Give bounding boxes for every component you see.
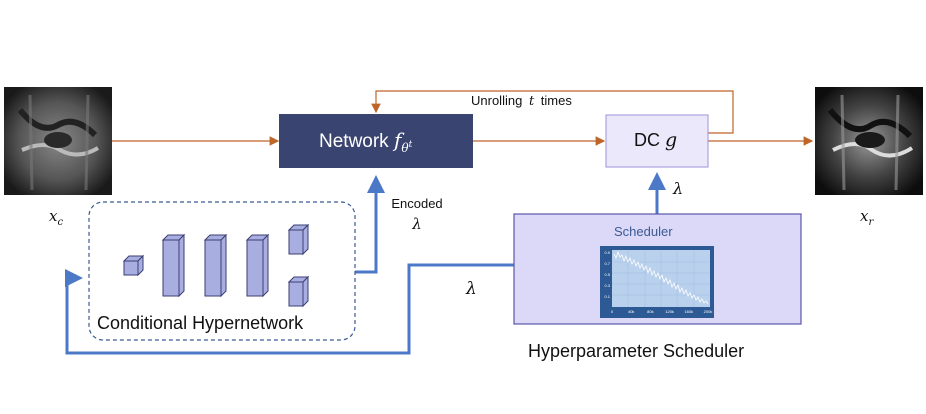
hypernetwork-box — [88, 201, 356, 341]
plot-y-tick: 0.5 — [604, 272, 610, 277]
plot-y-tick: 0.7 — [604, 261, 610, 266]
scheduler-plot: 0 40k 80k 120k 160k 200k 0.9 0.7 0.5 0.3 0.1 — [600, 246, 714, 318]
dc-label: DC g — [634, 129, 677, 151]
plot-y-tick: 0.1 — [604, 294, 610, 299]
input-image-label: xc — [49, 207, 64, 228]
network-label: Network fθt — [319, 128, 412, 155]
data-flow-arrows — [112, 90, 814, 146]
layer-cube-1 — [122, 254, 145, 277]
dc-lambda-label: λ — [673, 179, 684, 198]
plot-x-tick: 160k — [684, 309, 693, 314]
plot-y-tick: 0.9 — [604, 250, 610, 255]
output-image-label: xr — [860, 207, 874, 228]
plot-x-tick: 120k — [665, 309, 674, 314]
encoded-text: Encoded — [391, 196, 443, 211]
plot-x-tick: 80k — [647, 309, 653, 314]
hypernetwork-layers — [122, 223, 310, 308]
layer-cube-4 — [245, 233, 270, 298]
unroll-label: Unrolling t times — [471, 93, 572, 109]
encoded-label: Encoded λ — [387, 196, 447, 233]
schedule-curve — [613, 250, 709, 305]
hypernetwork-label: Conditional Hypernetwork — [97, 313, 304, 333]
layer-cube-2 — [161, 233, 186, 298]
layer-cube-3 — [203, 233, 228, 298]
input-mri-image — [4, 87, 112, 195]
network-box — [279, 114, 473, 168]
output-mri-image — [815, 87, 923, 195]
network-text: Network — [319, 131, 389, 152]
dc-symbol: g — [665, 129, 678, 151]
hyperparameter-arrows — [65, 172, 666, 355]
plot-x-tick: 0 — [611, 309, 614, 314]
encoded-lambda: λ — [412, 215, 422, 233]
scheduler-title: Scheduler — [614, 224, 673, 239]
layer-cube-5 — [287, 223, 310, 256]
dc-box — [605, 114, 709, 168]
network-symbol: fθt — [393, 128, 413, 155]
scheduler-caption: Hyperparameter Scheduler — [528, 341, 745, 361]
plot-y-tick: 0.3 — [604, 283, 610, 288]
layer-cube-6 — [287, 275, 310, 308]
dc-text: DC — [634, 130, 660, 150]
plot-x-tick: 200k — [704, 309, 713, 314]
scheduler-lambda-label: λ — [466, 279, 477, 299]
plot-x-tick: 40k — [628, 309, 634, 314]
